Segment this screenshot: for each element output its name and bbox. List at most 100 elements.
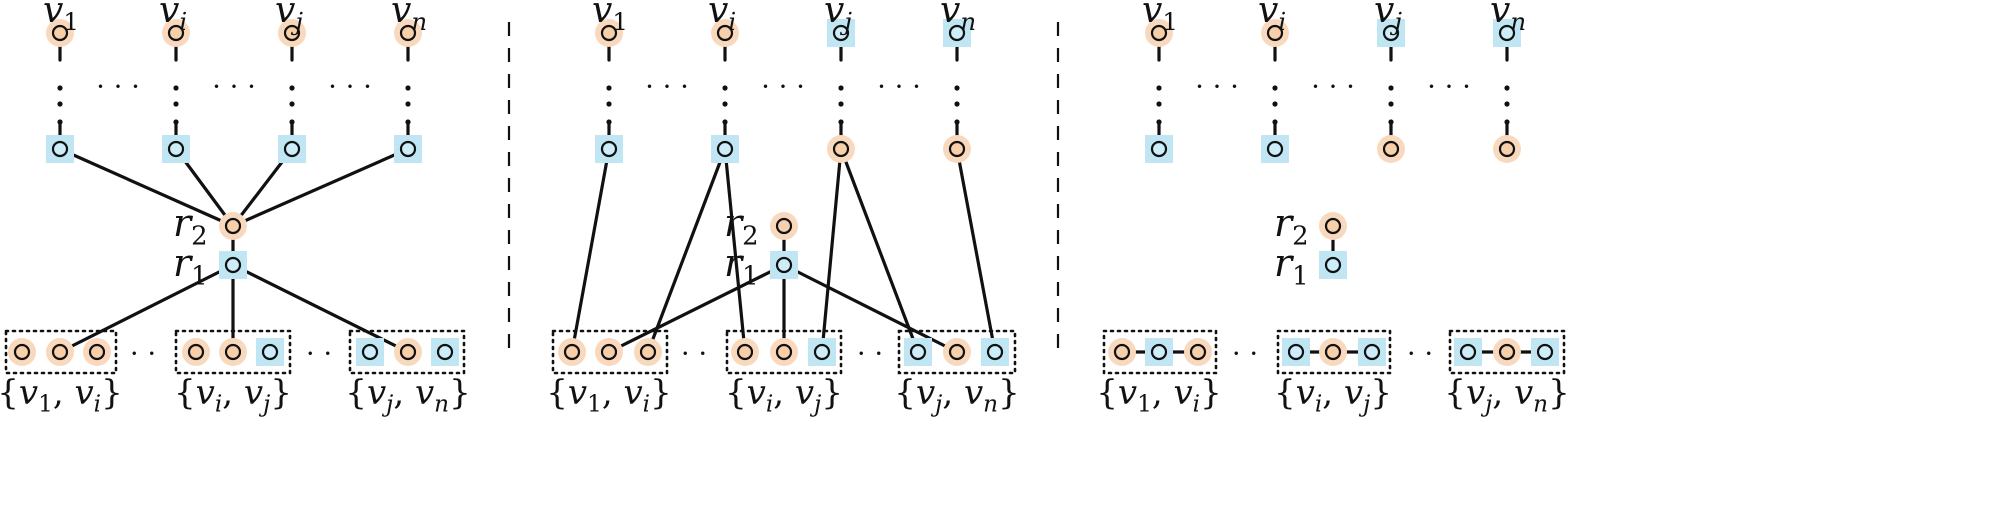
- root2-node: [775, 217, 793, 235]
- leaf-group-box: [1276, 329, 1392, 375]
- edge: [570, 147, 611, 354]
- top-node: [283, 24, 301, 42]
- leaf-node: [600, 343, 618, 361]
- ellipsis-gap: · ·: [305, 337, 332, 370]
- top-node: [716, 24, 734, 42]
- dot: [722, 119, 728, 125]
- dot: [405, 85, 411, 91]
- top-label: vi: [708, 0, 736, 36]
- set-label: {vi, vj}: [725, 373, 843, 417]
- dot: [722, 85, 728, 91]
- dot: [838, 119, 844, 125]
- leaf-node: [399, 343, 417, 361]
- set-label: {vj, vn}: [345, 373, 470, 417]
- mid-node: [832, 140, 850, 158]
- ellipsis-horizontal: · · ·: [761, 70, 806, 103]
- dot: [954, 101, 960, 107]
- dot: [1156, 119, 1162, 125]
- leaf-group-box: [348, 329, 466, 375]
- set-label: {vi, vj}: [1274, 373, 1392, 417]
- mid-node: [1498, 140, 1516, 158]
- set-label: {vj, vn}: [1444, 373, 1569, 417]
- top-node: [167, 24, 185, 42]
- leaf-group-box: [1448, 329, 1566, 375]
- leaf-node: [436, 343, 454, 361]
- ellipsis-horizontal: · · ·: [1195, 70, 1240, 103]
- leaf-group-box: [174, 329, 292, 375]
- leaf-node: [1150, 343, 1168, 361]
- leaf-node: [639, 343, 657, 361]
- dot: [1272, 101, 1278, 107]
- leaf-node: [1189, 343, 1207, 361]
- mid-node: [283, 140, 301, 158]
- dot: [954, 85, 960, 91]
- root2-node: [1324, 217, 1342, 235]
- edge: [723, 147, 747, 354]
- top-node: [1150, 24, 1168, 42]
- root1-node: [224, 256, 242, 274]
- set-label: {v1, vi}: [0, 373, 123, 417]
- edge: [646, 147, 727, 354]
- set-label: {vj, vn}: [894, 373, 1019, 417]
- top-label: vi: [159, 0, 187, 36]
- dot: [1388, 85, 1394, 91]
- dot: [1388, 101, 1394, 107]
- dot: [57, 119, 63, 125]
- dot: [405, 101, 411, 107]
- dot: [173, 101, 179, 107]
- mid-node: [1266, 140, 1284, 158]
- dot: [1272, 119, 1278, 125]
- top-label: v1: [1142, 0, 1178, 36]
- root2-label: r2: [724, 201, 759, 251]
- leaf-group-box: [4, 329, 118, 375]
- top-label: vn: [940, 0, 976, 36]
- set-label: {v1, vi}: [546, 373, 671, 417]
- mid-node: [1150, 140, 1168, 158]
- leaf-node: [261, 343, 279, 361]
- leaf-node: [948, 343, 966, 361]
- top-node: [1382, 24, 1400, 42]
- ellipsis-horizontal: · · ·: [96, 70, 141, 103]
- leaf-group-box: [725, 329, 843, 375]
- top-label: vi: [1258, 0, 1286, 36]
- leaf-group-box: [1102, 329, 1218, 375]
- top-label: vj: [275, 0, 303, 36]
- ellipsis-gap: · ·: [1231, 337, 1258, 370]
- leaf-node: [775, 343, 793, 361]
- leaf-node: [813, 343, 831, 361]
- dot: [1504, 85, 1510, 91]
- root2-label: r2: [1274, 201, 1309, 251]
- mid-node: [948, 140, 966, 158]
- root2-label: r2: [173, 201, 208, 251]
- root1-node: [1324, 256, 1342, 274]
- top-node: [948, 24, 966, 42]
- top-label: vj: [824, 0, 852, 36]
- top-node: [1266, 24, 1284, 42]
- root1-node: [775, 256, 793, 274]
- mid-node: [399, 140, 417, 158]
- ellipsis-horizontal: · · ·: [1427, 70, 1472, 103]
- leaf-node: [1498, 343, 1516, 361]
- dot: [57, 85, 63, 91]
- dot: [838, 101, 844, 107]
- ellipsis-gap: · ·: [129, 337, 156, 370]
- top-node: [1498, 24, 1516, 42]
- root1-label: r1: [173, 241, 208, 291]
- top-label: v1: [592, 0, 628, 36]
- ellipsis-horizontal: · · ·: [877, 70, 922, 103]
- leaf-node: [1324, 343, 1342, 361]
- root1-label: r1: [1274, 241, 1309, 291]
- dot: [173, 119, 179, 125]
- edge: [955, 147, 997, 354]
- edge-root1-leaf: [231, 263, 410, 354]
- leaf-node: [986, 343, 1004, 361]
- dot: [1272, 85, 1278, 91]
- dot: [838, 85, 844, 91]
- top-label: v1: [43, 0, 79, 36]
- dot: [954, 119, 960, 125]
- leaf-node: [1287, 343, 1305, 361]
- leaf-node: [187, 343, 205, 361]
- dot: [722, 101, 728, 107]
